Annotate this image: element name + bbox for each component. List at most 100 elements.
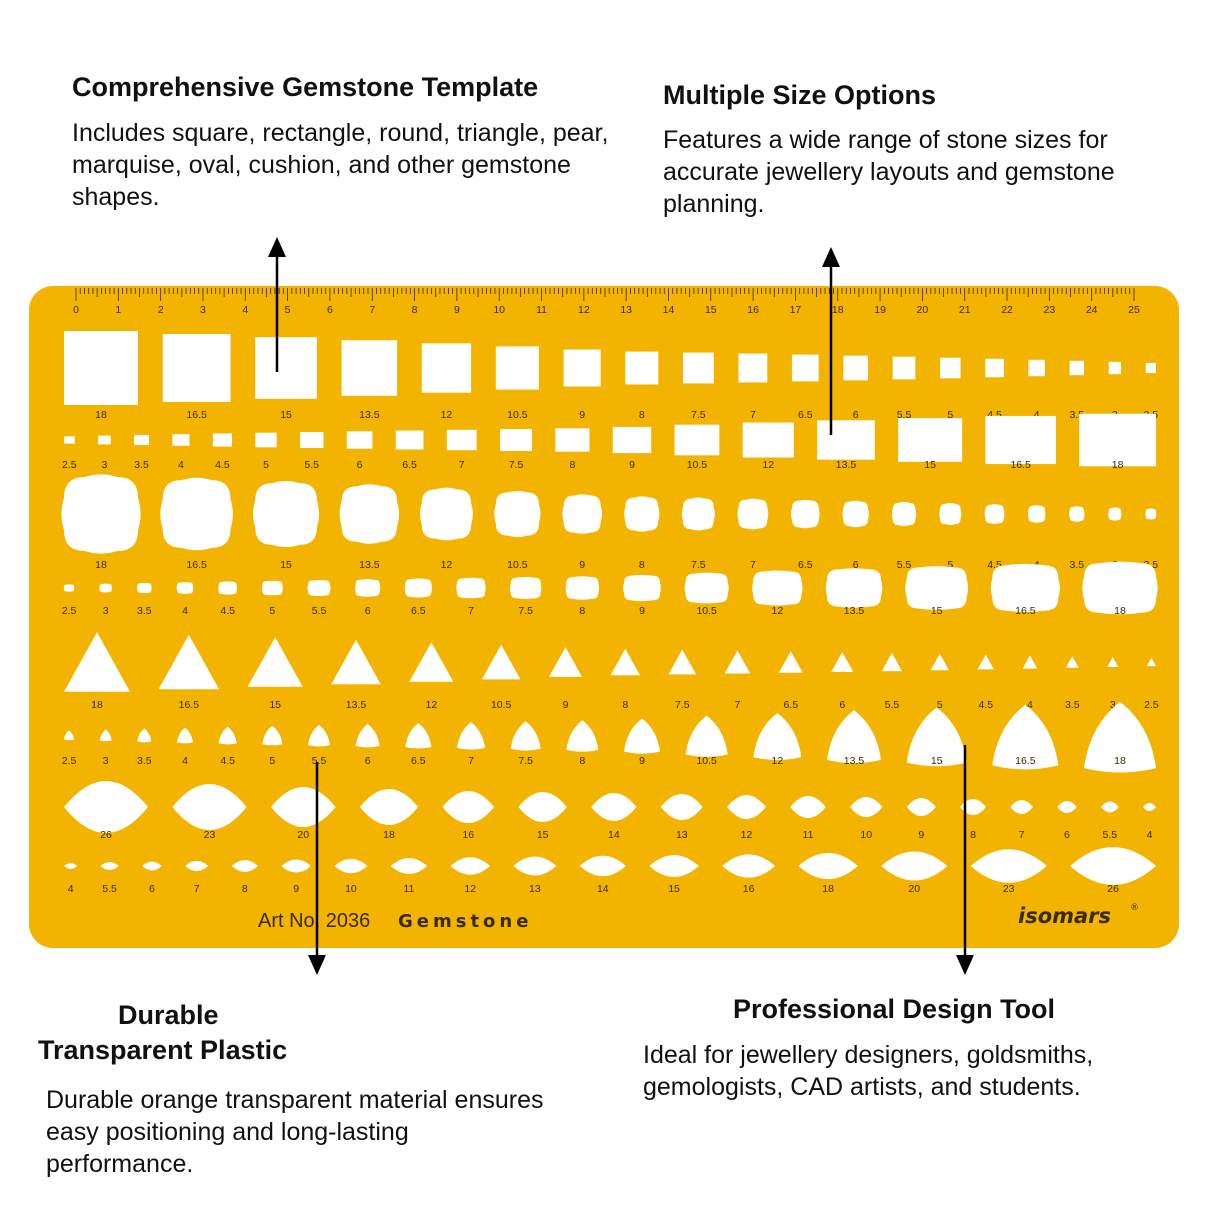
trillion-hole [510, 721, 541, 751]
size-label: 20 [908, 883, 920, 895]
size-label: 15 [269, 699, 281, 711]
triangle-hole [1146, 657, 1156, 667]
ruler-number: 19 [874, 304, 886, 316]
trillion-hole [906, 707, 967, 767]
marquise-narrow-hole [970, 849, 1047, 883]
cushion-hole [1145, 508, 1157, 520]
marquise-hole [172, 783, 247, 831]
marquise-narrow-hole [231, 860, 259, 872]
rectangle-hole [134, 434, 150, 446]
size-label: 14 [597, 883, 609, 895]
size-label: 4.5 [215, 459, 230, 471]
size-label: 6.5 [411, 605, 426, 617]
size-label: 8 [622, 699, 628, 711]
size-label: 12 [762, 459, 774, 471]
triangle-hole [778, 651, 803, 673]
marquise-hole [1010, 799, 1033, 815]
size-label: 5 [269, 605, 275, 617]
marquise-hole [270, 786, 336, 828]
square-hole [738, 353, 768, 383]
marquise-hole [442, 790, 495, 824]
size-label: 14 [608, 829, 620, 841]
cushion-wide-hole [355, 579, 381, 597]
size-label: 18 [1112, 459, 1124, 471]
marquise-narrow-hole [100, 861, 119, 871]
rectangle-hole [172, 434, 190, 446]
cushion-wide-hole [684, 572, 729, 604]
rectangle-hole [985, 415, 1056, 465]
triangle-hole [724, 650, 751, 674]
square-hole [625, 351, 659, 385]
trillion-hole [566, 720, 599, 752]
square-hole [940, 357, 961, 379]
square-hole [563, 349, 601, 387]
trillion-hole [218, 726, 237, 745]
size-label: 7.5 [675, 699, 690, 711]
cushion-wide-hole [307, 579, 331, 597]
size-label: 6 [853, 559, 859, 571]
marquise-hole [1143, 802, 1156, 812]
cushion-wide-hole [623, 574, 661, 602]
square-hole [255, 337, 317, 399]
cushion-hole [842, 500, 869, 528]
size-label: 7 [750, 559, 756, 571]
size-label: 10.5 [696, 755, 717, 767]
marquise-narrow-hole [185, 860, 209, 872]
size-label: 15 [931, 755, 943, 767]
size-label: 8 [579, 755, 585, 767]
size-label: 18 [383, 829, 395, 841]
triangle-hole [831, 652, 854, 672]
trillion-hole [992, 704, 1059, 770]
cushion-hole [562, 494, 602, 534]
size-label: 5 [937, 699, 943, 711]
cushion-wide-hole [752, 570, 803, 606]
cushion-hole [494, 490, 541, 538]
size-label: 6 [365, 755, 371, 767]
marquise-hole [790, 795, 826, 819]
size-label: 4.5 [220, 605, 235, 617]
size-label: 7.5 [518, 605, 533, 617]
trillion-hole [827, 710, 881, 764]
cushion-hole [939, 503, 962, 525]
square-hole [1069, 360, 1084, 376]
callout-sizes: Multiple Size Options Features a wide ra… [663, 78, 1183, 220]
cushion-wide-hole [825, 568, 883, 608]
square-hole [495, 346, 539, 390]
rectangle-hole [898, 418, 963, 462]
arrow-durable [308, 762, 326, 975]
ruler-number: 15 [705, 304, 717, 316]
cushion-hole [891, 501, 917, 527]
cushion-wide-hole [176, 582, 194, 594]
triangle-hole [64, 632, 130, 692]
ruler-number: 25 [1128, 304, 1140, 316]
square-hole [1108, 361, 1122, 375]
ruler-number: 23 [1044, 304, 1056, 316]
size-label: 7.5 [691, 409, 706, 421]
square-hole [162, 334, 231, 402]
callout-comprehensive-title: Comprehensive Gemstone Template [72, 72, 539, 102]
size-label: 5.5 [102, 883, 117, 895]
ruler-number: 24 [1086, 304, 1098, 316]
marquise-narrow-hole [649, 855, 699, 877]
cushion-hole [737, 498, 769, 530]
trillion-hole [262, 725, 283, 746]
marquise-narrow-hole [141, 861, 162, 871]
size-label: 5.5 [897, 409, 912, 421]
size-label: 6 [853, 409, 859, 421]
size-label: 12 [441, 409, 453, 421]
cushion-hole [984, 504, 1005, 524]
size-label: 3 [103, 755, 109, 767]
size-label: 5 [947, 559, 953, 571]
ruler-number: 4 [242, 304, 248, 316]
marquise-narrow-hole [722, 854, 776, 878]
size-label: 3 [103, 605, 109, 617]
ruler-number: 8 [412, 304, 418, 316]
size-label: 8 [579, 605, 585, 617]
callout-comprehensive: Comprehensive Gemstone Template Includes… [72, 70, 612, 213]
size-label: 10 [345, 883, 357, 895]
size-label: 7.5 [509, 459, 524, 471]
triangle-hole [1065, 656, 1079, 668]
trillion-hole [685, 715, 728, 757]
